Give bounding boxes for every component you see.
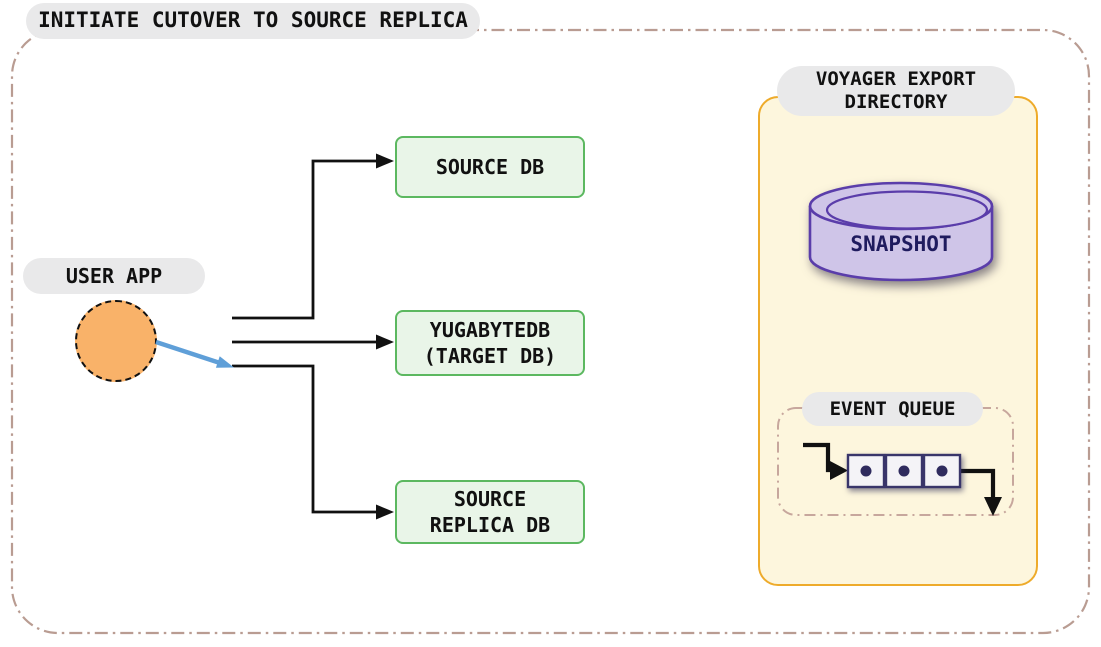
- arrowhead-to-replica-db-icon: [376, 504, 394, 520]
- voyager-label-line2: DIRECTORY: [844, 91, 948, 113]
- user-app-actor-circle: [75, 300, 157, 382]
- event-queue-label-text: EVENT QUEUE: [829, 397, 956, 420]
- queue-entry-line: [803, 442, 832, 473]
- user-app-label: USER APP: [23, 258, 205, 294]
- queue-event-dot-icon: [898, 465, 910, 477]
- node-source-db: SOURCE DB: [395, 136, 585, 198]
- connector-to-source-db: [232, 159, 377, 320]
- connector-to-replica-db: [232, 364, 377, 514]
- replica-db-label-line2: REPLICA DB: [429, 513, 551, 537]
- outer-dashed-rect: [10, 28, 1091, 635]
- cutover-blue-arrowhead-icon: [215, 356, 234, 368]
- queue-entry-arrowhead-icon: [830, 461, 848, 480]
- queue-event-dot-icon: [860, 465, 872, 477]
- arrowhead-to-target-db-icon: [376, 334, 394, 350]
- node-source-replica-db: SOURCE REPLICA DB: [395, 480, 585, 544]
- diagram-title-text: INITIATE CUTOVER TO SOURCE REPLICA: [38, 8, 468, 33]
- diagram-title: INITIATE CUTOVER TO SOURCE REPLICA: [26, 3, 480, 39]
- voyager-directory-label: VOYAGER EXPORT DIRECTORY: [777, 66, 1015, 116]
- queue-exit-line: [961, 468, 996, 498]
- cutover-blue-arrow: [155, 339, 221, 366]
- node-yugabytedb-target: YUGABYTEDB (TARGET DB): [395, 310, 585, 376]
- event-queue-graphic: [803, 442, 1002, 516]
- arrowhead-to-source-db-icon: [376, 153, 394, 169]
- replica-db-label-line1: SOURCE: [453, 487, 527, 511]
- queue-exit-arrowhead-icon: [984, 497, 1002, 516]
- user-app-label-text: USER APP: [65, 264, 163, 288]
- snapshot-cylinder: SNAPSHOT: [808, 181, 994, 282]
- cylinder-inner-rim: [825, 190, 989, 230]
- voyager-label-line1: VOYAGER EXPORT: [815, 68, 977, 91]
- event-queue-label: EVENT QUEUE: [802, 392, 983, 426]
- source-db-label: SOURCE DB: [435, 155, 545, 179]
- target-db-label-line1: YUGABYTEDB: [429, 318, 551, 342]
- snapshot-label: SNAPSHOT: [850, 232, 951, 256]
- queue-event-dot-icon: [936, 465, 948, 477]
- target-db-label-line2: (TARGET DB): [423, 344, 557, 368]
